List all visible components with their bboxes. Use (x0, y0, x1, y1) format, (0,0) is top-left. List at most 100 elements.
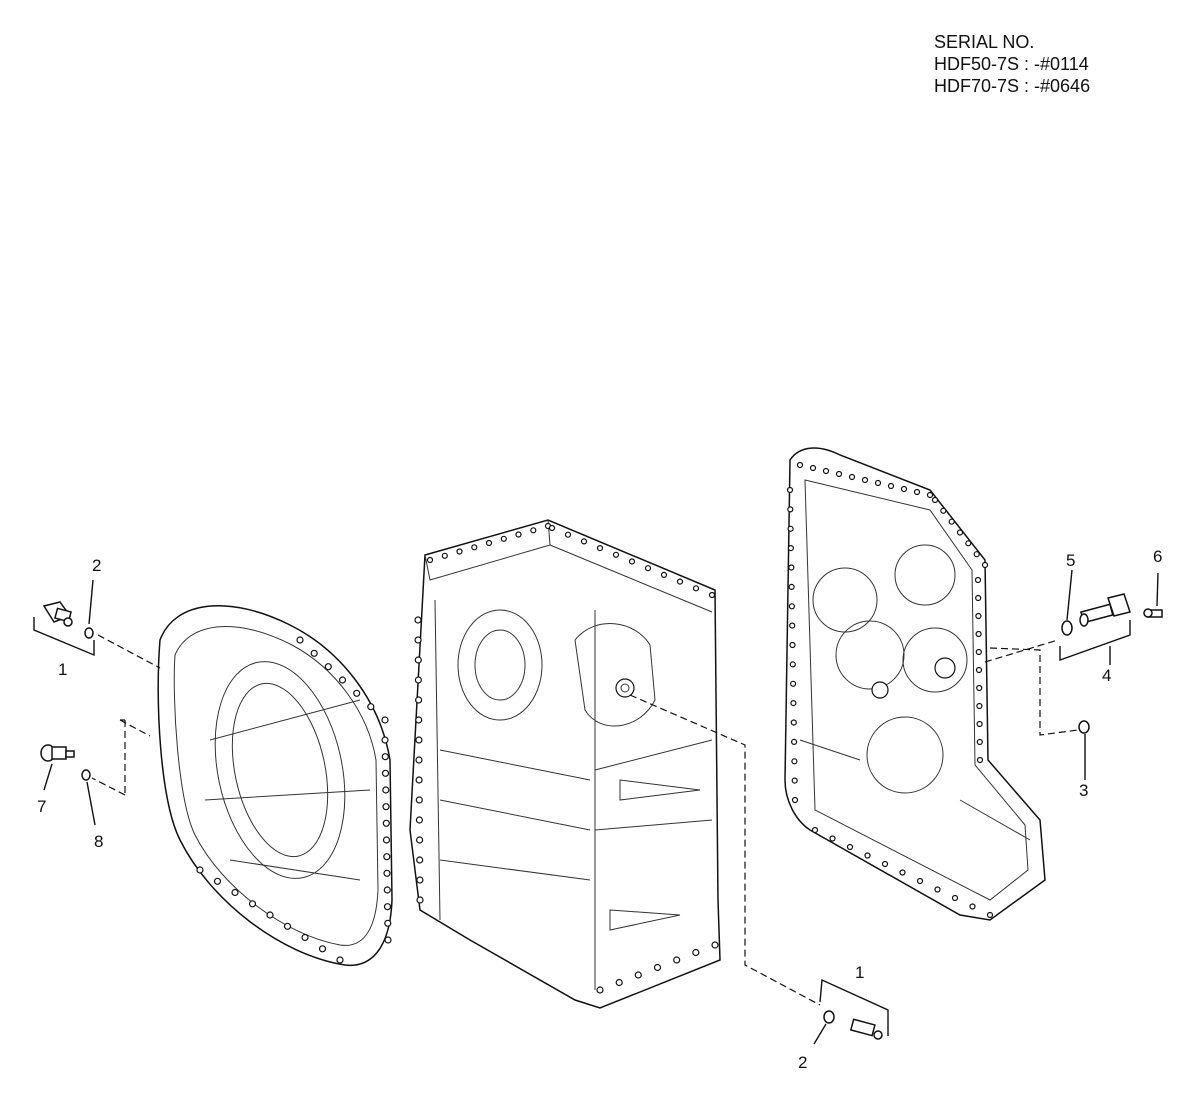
bolt-icon (916, 877, 924, 885)
bolt-icon (822, 467, 830, 475)
bolt-icon (381, 736, 389, 744)
bolt-icon (196, 866, 204, 874)
bolt-icon (415, 756, 423, 764)
bolt-icon (485, 539, 493, 547)
callout-5: 5 (1066, 551, 1075, 570)
bolt-icon (383, 903, 392, 911)
bolt-icon (809, 464, 817, 472)
bolt-icon (986, 911, 994, 919)
callout-1-bottom: 1 (855, 963, 864, 982)
bolt-icon (530, 527, 537, 534)
dash-line-plug (91, 719, 151, 796)
bolt-icon (416, 896, 424, 904)
bracket-part-1-left (33, 617, 95, 657)
bolt-icon (548, 524, 556, 532)
bolt-icon (596, 544, 604, 552)
bolt-icon (515, 531, 522, 538)
bolt-icon (975, 666, 983, 674)
bolt-icon (848, 473, 856, 481)
bolt-icon (456, 548, 463, 555)
bolt-icon (835, 470, 843, 478)
bolt-icon (948, 518, 955, 525)
bolt-icon (789, 680, 797, 687)
callout-4: 4 (1102, 666, 1111, 685)
bolt-icon (789, 661, 796, 668)
bolt-icon (976, 702, 983, 710)
bolt-icon (248, 900, 257, 908)
bolt-icon (791, 758, 798, 765)
bolt-icon (787, 544, 795, 552)
bolt-icon (382, 819, 390, 827)
bolt-icon (788, 603, 796, 610)
bolt-icon (628, 558, 636, 565)
bolt-icon (692, 948, 700, 957)
bolt-icon (969, 903, 976, 910)
bolt-icon (416, 876, 424, 884)
bracket-part-4 (1059, 620, 1131, 661)
o-ring-icon (84, 627, 94, 639)
bolt-icon (956, 529, 964, 536)
bolt-icon (791, 777, 798, 784)
bolt-icon (414, 616, 422, 624)
dash-line-sensor-right (984, 639, 1059, 663)
bolt-icon (934, 886, 941, 893)
serial-number-block: SERIAL NO. HDF50-7S : -#0114 HDF70-7S : … (934, 31, 1090, 97)
o-ring-icon (823, 1010, 835, 1024)
bolt-icon (415, 696, 423, 704)
bolt-icon (296, 636, 304, 644)
bolt-icon (981, 561, 989, 569)
bolt-icon (415, 796, 423, 804)
o-ring-icon (1061, 620, 1073, 636)
bolt-icon (634, 971, 642, 979)
bolt-icon (564, 531, 572, 538)
bolt-icon (384, 919, 392, 927)
bolt-icon (790, 738, 798, 746)
serial-line-hdf70: HDF70-7S : -#0646 (934, 76, 1091, 96)
bolt-icon (975, 594, 982, 602)
bolt-icon (415, 736, 423, 744)
bolt-icon (976, 738, 983, 746)
bolt-icon (975, 630, 982, 638)
bolt-icon (931, 496, 939, 504)
main-housing-icon (409, 519, 721, 1009)
bolt-icon (353, 689, 361, 697)
bolt-icon (441, 552, 448, 559)
bolt-icon (382, 803, 390, 811)
bolt-icon (383, 853, 391, 861)
bolt-icon (973, 551, 980, 558)
speed-sensor-icon (1079, 593, 1131, 627)
dash-line-bottom (629, 694, 821, 1006)
bolt-icon (951, 894, 959, 902)
bolt-icon (913, 488, 921, 496)
plug-seal-icon (81, 769, 91, 781)
speed-sensor-icon (849, 1018, 883, 1040)
bolt-icon (310, 649, 318, 657)
bolt-icon (676, 578, 684, 585)
bolt-icon (881, 860, 889, 868)
bolt-icon (900, 485, 908, 493)
bolt-icon (846, 843, 854, 851)
bolt-icon (796, 461, 804, 469)
bolt-icon (965, 540, 972, 547)
callout-8: 8 (94, 832, 103, 851)
bolt-icon (381, 716, 389, 724)
bolt-icon (580, 538, 588, 545)
bolt-icon (426, 556, 434, 564)
bolt-icon (384, 936, 392, 944)
bolt-icon (788, 564, 795, 571)
bolt-icon (974, 576, 982, 584)
bolt-icon (324, 663, 332, 671)
bolt-icon (500, 535, 507, 542)
bolt-icon (899, 869, 906, 876)
bolt-icon (414, 676, 422, 684)
bolt-icon (660, 571, 668, 579)
bolt-icon (644, 565, 652, 572)
bolt-icon (414, 636, 422, 644)
bolt-icon (381, 753, 389, 761)
bolt-icon (976, 684, 983, 692)
bolt-icon (415, 716, 423, 724)
callout-7: 7 (37, 797, 46, 816)
callout-3: 3 (1079, 781, 1088, 800)
bolt-icon (789, 641, 796, 649)
bolt-icon (283, 922, 292, 930)
